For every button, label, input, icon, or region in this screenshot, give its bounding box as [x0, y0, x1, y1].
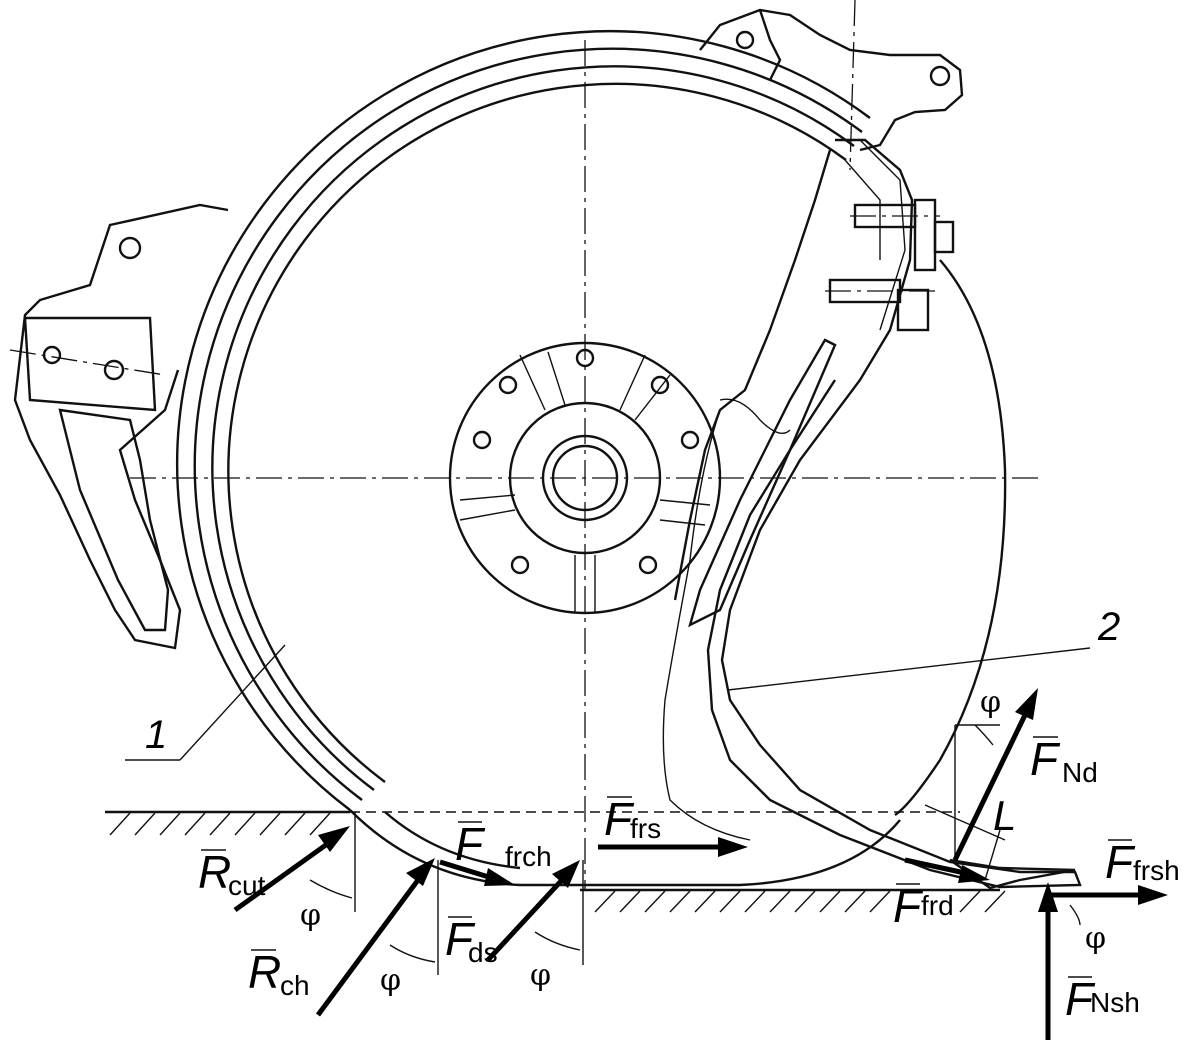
label-f-frd: F frd: [893, 880, 954, 932]
arrow-f-nd-head: [1015, 688, 1038, 720]
disc-coulter: [130, 30, 1040, 890]
leader-lines: [125, 644, 1091, 761]
label-disc-number: 1: [145, 713, 167, 757]
arrow-f-ds: [486, 878, 564, 962]
label-r-cut: R cut: [198, 846, 266, 901]
arrow-f-ds-head: [552, 860, 580, 888]
svg-text:frs: frs: [630, 813, 661, 844]
svg-text:F: F: [893, 880, 924, 932]
svg-text:Nd: Nd: [1062, 757, 1098, 788]
arrow-r-ch-head: [406, 858, 435, 886]
svg-text:F: F: [1065, 973, 1096, 1025]
arrow-f-frch: [439, 859, 493, 881]
label-f-frsh: F frsh: [1105, 836, 1180, 888]
svg-text:ds: ds: [468, 937, 498, 968]
svg-text:F: F: [1030, 733, 1061, 785]
svg-text:ch: ch: [280, 970, 310, 1001]
phi-f-ds: φ: [530, 958, 551, 993]
phi-r-ch: φ: [380, 963, 401, 998]
svg-text:F: F: [445, 913, 476, 965]
svg-text:cut: cut: [228, 870, 266, 901]
svg-text:R: R: [248, 946, 281, 998]
svg-text:Nsh: Nsh: [1090, 987, 1140, 1018]
svg-text:frd: frd: [921, 890, 954, 921]
svg-text:frch: frch: [505, 841, 552, 872]
left-mount-bracket: [9, 203, 229, 650]
phi-f-nsh: φ: [1085, 921, 1106, 956]
arrow-f-frch-head: [484, 868, 515, 886]
svg-text:frsh: frsh: [1133, 855, 1180, 886]
svg-text:R: R: [198, 846, 231, 898]
phi-r-cut: φ: [300, 898, 321, 933]
label-f-nd: F Nd: [1030, 733, 1098, 788]
opener-shank: [662, 138, 1082, 890]
angle-labels: φ φ φ φ φ L: [300, 685, 1106, 998]
svg-text:F: F: [1105, 836, 1136, 888]
arrow-f-nsh-head: [1038, 882, 1058, 912]
angle-reference-lines: [309, 724, 1145, 975]
force-arrows: [233, 688, 1168, 1040]
arrow-f-frd-head: [958, 865, 990, 883]
svg-text:F: F: [455, 818, 486, 870]
label-f-ds: F ds: [445, 913, 498, 968]
soil-surface: [105, 810, 1006, 913]
arrow-r-ch: [315, 878, 421, 1017]
arrow-r-cut: [233, 839, 332, 913]
label-f-frs: F frs: [604, 793, 661, 845]
arrow-f-nd: [952, 713, 1028, 862]
length-l: L: [993, 792, 1016, 839]
label-r-ch: R ch: [248, 946, 310, 1001]
arrow-f-frd: [904, 857, 966, 876]
svg-text:F: F: [604, 793, 635, 845]
part-labels: 1 2: [145, 605, 1120, 757]
label-shank-number: 2: [1097, 605, 1120, 649]
arrow-r-cut-head: [318, 826, 350, 852]
arrow-f-frsh-head: [1138, 885, 1168, 905]
phi-f-nd: φ: [980, 685, 1001, 720]
arrow-f-frs-head: [718, 837, 748, 857]
label-f-frch: F frch: [455, 818, 552, 872]
top-mount-bracket: [699, 0, 964, 171]
label-f-nsh: F Nsh: [1065, 973, 1140, 1025]
force-labels: R cut R ch F frch F ds F frs F Nd: [198, 733, 1180, 1025]
disc-hub: [448, 341, 722, 615]
